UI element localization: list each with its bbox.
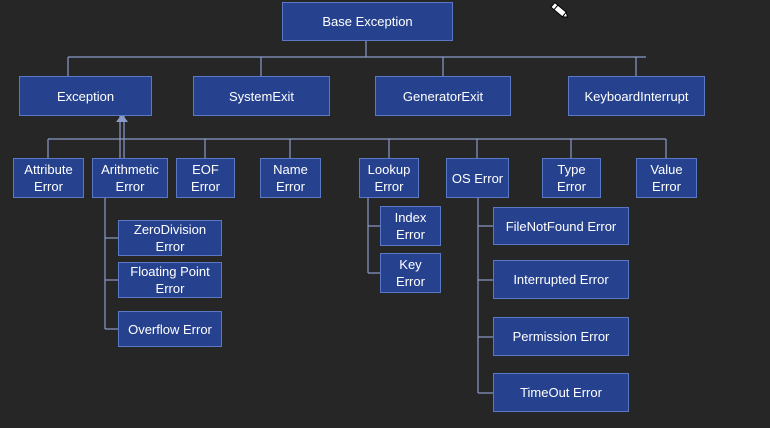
node-eof-error: EOF Error [176, 158, 235, 198]
node-os-error: OS Error [446, 158, 509, 198]
node-generatorexit: GeneratorExit [375, 76, 511, 116]
node-systemexit: SystemExit [193, 76, 330, 116]
node-lookup-error: Lookup Error [359, 158, 419, 198]
node-permission-error: Permission Error [493, 317, 629, 356]
node-attribute-error: Attribute Error [13, 158, 84, 198]
arrowhead-exception [116, 114, 128, 122]
node-name-error: Name Error [260, 158, 321, 198]
node-overflow-error: Overflow Error [118, 311, 222, 347]
node-key-error: Key Error [380, 253, 441, 293]
node-floating-point-error: Floating Point Error [118, 262, 222, 298]
node-arithmetic-error: Arithmetic Error [92, 158, 168, 198]
node-keyboardinterrupt: KeyboardInterrupt [568, 76, 705, 116]
node-timeout-error: TimeOut Error [493, 373, 629, 412]
node-filenotfound-error: FileNotFound Error [493, 207, 629, 245]
node-type-error: Type Error [542, 158, 601, 198]
node-zerodivision-error: ZeroDivision Error [118, 220, 222, 256]
node-value-error: Value Error [636, 158, 697, 198]
pencil-cursor-icon [550, 1, 569, 18]
node-exception: Exception [19, 76, 152, 116]
node-base-exception: Base Exception [282, 2, 453, 41]
node-index-error: Index Error [380, 206, 441, 246]
node-interrupted-error: Interrupted Error [493, 260, 629, 299]
